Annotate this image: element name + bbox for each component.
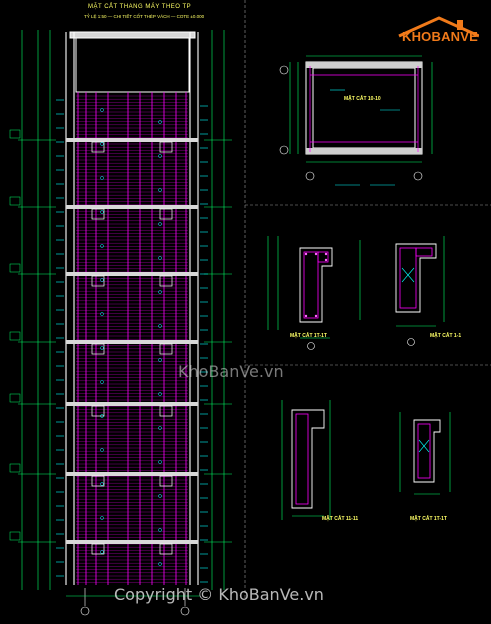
level-marker (9, 196, 21, 206)
beam-section (159, 275, 173, 287)
annotation-dot (158, 154, 162, 158)
floor-level-ticks (9, 129, 232, 543)
column-detail-d (399, 412, 451, 495)
annotation-dot (100, 244, 104, 248)
machine-room-outline (69, 31, 196, 93)
annotation-dot (158, 426, 162, 430)
beam-section (159, 543, 173, 555)
grid-bubbles (66, 588, 200, 616)
annotation-dot (158, 528, 162, 532)
section-label-detail-3: MẶT CẮT 11-11 (322, 516, 359, 522)
annotation-dot (100, 516, 104, 520)
level-marker (9, 263, 21, 273)
beam-detail-b (359, 236, 445, 346)
level-marker (9, 331, 21, 341)
annotation-dot (158, 256, 162, 260)
plan-section (279, 55, 433, 186)
floor-slab (66, 272, 198, 276)
annotation-dot (158, 562, 162, 566)
shaft-walls (65, 32, 199, 585)
house-icon (398, 16, 479, 38)
annotation-dot (158, 120, 162, 124)
section-label-detail-1: MẶT CẮT 1T-1T (290, 333, 327, 339)
floor-slab (66, 402, 198, 406)
column-detail-c (281, 400, 331, 520)
level-marker (9, 463, 21, 473)
beam-section (159, 405, 173, 417)
annotation-dot (100, 278, 104, 282)
watermark-copyright: Copyright © KhoBanVe.vn (114, 585, 324, 604)
beam-section (159, 475, 173, 487)
beam-section (159, 343, 173, 355)
elevation-dimension-chain-right (211, 30, 225, 590)
annotation-dot (100, 176, 104, 180)
annotation-dot (100, 312, 104, 316)
annotation-dot (100, 142, 104, 146)
watermark-center: KhoBanVe.vn (178, 362, 284, 381)
annotation-dot (158, 494, 162, 498)
floor-slab (66, 472, 198, 476)
floor-slab (66, 340, 198, 344)
beam-section (91, 208, 105, 220)
floor-slab (66, 138, 198, 142)
level-marker (9, 129, 21, 139)
rebar-annotations (56, 99, 208, 583)
beam-section (91, 343, 105, 355)
level-marker (9, 393, 21, 403)
annotation-dot (158, 392, 162, 396)
annotation-dot (100, 380, 104, 384)
annotation-dot (100, 346, 104, 350)
annotation-dot (158, 358, 162, 362)
drawing-title: MẶT CẮT THANG MÁY THEO TP (88, 4, 192, 10)
beam-detail-a (267, 236, 333, 350)
annotation-dot (158, 324, 162, 328)
annotation-dot (158, 222, 162, 226)
beam-section (91, 475, 105, 487)
beam-section (159, 141, 173, 153)
annotation-dot (158, 188, 162, 192)
floor-slab (66, 540, 198, 544)
elevation-dimension-chain-left (21, 30, 51, 590)
beam-section (91, 543, 105, 555)
floor-slab (66, 205, 198, 209)
beam-section (91, 405, 105, 417)
annotation-dot (158, 460, 162, 464)
drawing-subtitle: TỶ LỆ 1:50 — CHI TIẾT CỐT THÉP VÁCH — CO… (84, 14, 205, 19)
section-label-detail-4: MẶT CẮT 1T-1T (410, 516, 447, 522)
floor-slabs (66, 138, 198, 555)
rebar-mesh (76, 92, 188, 585)
beam-section (159, 208, 173, 220)
beam-section (91, 275, 105, 287)
annotation-dot (158, 290, 162, 294)
sheet-frame (244, 0, 491, 600)
annotation-dot (100, 108, 104, 112)
level-marker (9, 531, 21, 541)
logo-text: KHOBANVE (402, 29, 478, 44)
annotation-dot (100, 210, 104, 214)
section-label-top-plan: MẶT CẮT 10-10 (344, 96, 381, 102)
annotation-dot (100, 550, 104, 554)
annotation-dot (100, 448, 104, 452)
annotation-dot (100, 414, 104, 418)
beam-section (91, 141, 105, 153)
section-label-detail-2: MẶT CẮT 1-1 (430, 333, 462, 339)
annotation-dot (100, 482, 104, 486)
